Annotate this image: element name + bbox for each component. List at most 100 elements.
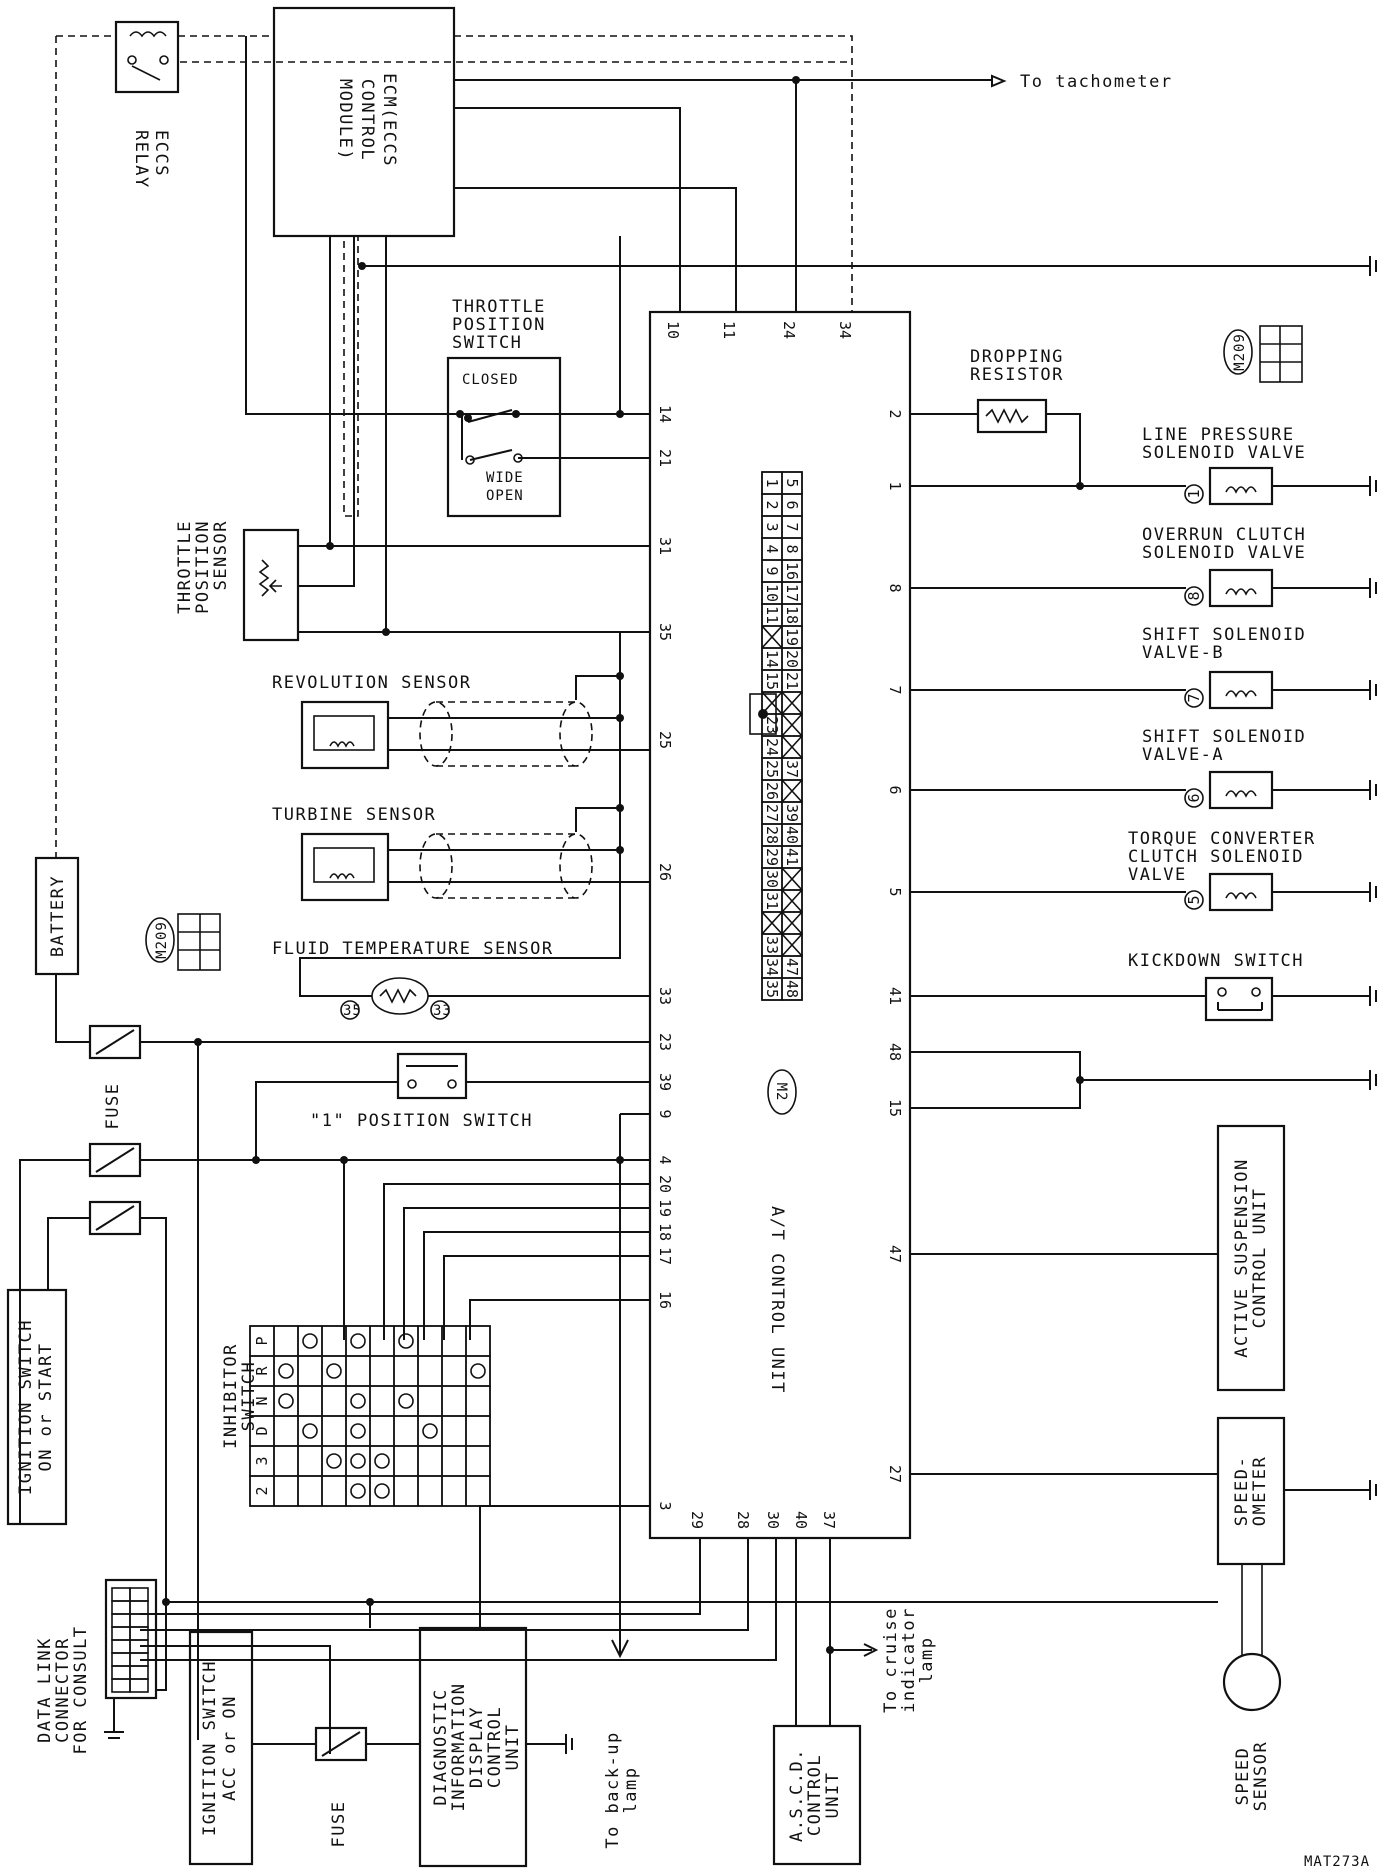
ascd-unit-box — [772, 1724, 862, 1866]
svg-text:10: 10 — [763, 584, 781, 602]
at-pin-label: 20 — [656, 1175, 674, 1193]
at-pin-label: 30 — [764, 1511, 782, 1529]
svg-text:6: 6 — [886, 785, 904, 794]
at-pin-label: 7 — [886, 685, 904, 694]
svg-text:39: 39 — [656, 1073, 674, 1091]
svg-text:5: 5 — [1185, 895, 1203, 904]
connector-pin: 7 — [783, 522, 801, 531]
svg-text:47: 47 — [886, 1245, 904, 1263]
svg-text:6: 6 — [1185, 793, 1203, 802]
connector-pin: 15 — [763, 672, 781, 690]
fuse-2 — [88, 1142, 142, 1178]
speed-sensor-label-2: SENSOR — [1251, 1741, 1271, 1811]
at-pin-label: 37 — [820, 1511, 838, 1529]
data-link-label-3: FOR CONSULT — [71, 1625, 91, 1754]
solenoid-valve-box — [1208, 568, 1274, 608]
battery-label: BATTERY — [48, 875, 68, 957]
svg-text:UNIT: UNIT — [823, 1772, 843, 1819]
line-pressure-label-2: SOLENOID VALVE — [1142, 443, 1306, 463]
svg-text:3: 3 — [656, 1501, 674, 1510]
svg-text:5: 5 — [783, 478, 801, 487]
ignition-switch-acc-on-label-1: IGNITION SWITCH — [200, 1660, 220, 1836]
data-link-label-1: DATA LINK — [35, 1637, 55, 1743]
torque-label-3: VALVE — [1128, 865, 1187, 885]
at-pin-label: 8 — [886, 583, 904, 592]
svg-text:8: 8 — [886, 583, 904, 592]
svg-text:11: 11 — [720, 321, 738, 339]
at-pin-label: 4 — [656, 1155, 674, 1164]
connector-pin: 23 — [763, 716, 781, 734]
dropping-resistor-label-1: DROPPING — [970, 347, 1064, 367]
svg-text:28: 28 — [763, 826, 781, 844]
svg-text:8: 8 — [1185, 591, 1203, 600]
connector-pin: 10 — [763, 584, 781, 602]
inhibitor-col-label: N — [253, 1396, 271, 1405]
svg-text:D: D — [253, 1426, 271, 1435]
svg-text:8: 8 — [783, 544, 801, 553]
ignition-switch-acc-on-box — [188, 1630, 254, 1866]
connector-pin: 9 — [763, 566, 781, 575]
svg-text:19: 19 — [783, 628, 801, 646]
overrun-label-2: SOLENOID VALVE — [1142, 543, 1306, 563]
kickdown-label: KICKDOWN SWITCH — [1128, 951, 1304, 971]
speed-sensor-symbol — [1222, 1652, 1282, 1712]
at-unit-connector-grid: 1234910111415232425262728293031333435567… — [749, 471, 803, 1001]
svg-text:INFORMATION: INFORMATION — [449, 1682, 469, 1811]
ignition-switch-on-start-box — [6, 1288, 68, 1526]
connector-pin: 35 — [763, 980, 781, 998]
at-pin-label: 15 — [886, 1099, 904, 1117]
at-pin-label: 16 — [656, 1291, 674, 1309]
dropping-resistor-box — [976, 398, 1048, 434]
at-pin-label: 26 — [656, 863, 674, 881]
svg-text:31: 31 — [763, 892, 781, 910]
at-pin-label: 10 — [664, 321, 682, 339]
svg-text:25: 25 — [763, 760, 781, 778]
svg-text:ECM(ECCS: ECM(ECCS — [379, 73, 399, 167]
revolution-sensor-box — [300, 700, 390, 770]
solenoid-valve-box — [1208, 466, 1274, 506]
svg-text:48: 48 — [783, 980, 801, 998]
svg-text:23: 23 — [656, 1033, 674, 1051]
svg-text:24: 24 — [763, 738, 781, 756]
connector-pin: 24 — [763, 738, 781, 756]
svg-text:A/T CONTROL UNIT: A/T CONTROL UNIT — [767, 1206, 787, 1394]
svg-text:6: 6 — [783, 500, 801, 509]
svg-text:A.S.C.D.: A.S.C.D. — [787, 1748, 807, 1842]
fuse-3 — [88, 1200, 142, 1236]
svg-text:35: 35 — [343, 1003, 362, 1019]
svg-text:17: 17 — [656, 1247, 674, 1265]
svg-text:15: 15 — [886, 1099, 904, 1117]
active-suspension-box — [1216, 1124, 1286, 1392]
at-pin-label: 28 — [734, 1511, 752, 1529]
diagnostic-unit-box — [418, 1626, 528, 1868]
shift-b-label-1: SHIFT SOLENOID — [1142, 625, 1306, 645]
svg-text:26: 26 — [656, 863, 674, 881]
svg-text:7: 7 — [886, 685, 904, 694]
connector-pin: 30 — [763, 870, 781, 888]
svg-text:3: 3 — [253, 1456, 271, 1465]
svg-text:16: 16 — [656, 1291, 674, 1309]
svg-text:35: 35 — [763, 980, 781, 998]
svg-text:7: 7 — [1185, 693, 1203, 702]
position-switch-1-label: "1" POSITION SWITCH — [310, 1111, 533, 1131]
svg-text:33: 33 — [763, 936, 781, 954]
inhibitor-switch-label-1: INHIBITOR — [221, 1343, 241, 1449]
svg-text:9: 9 — [656, 1109, 674, 1118]
svg-text:23: 23 — [763, 716, 781, 734]
svg-text:SENSOR: SENSOR — [211, 520, 231, 590]
at-pin-label: 25 — [656, 731, 674, 749]
connector-pin: 6 — [783, 500, 801, 509]
at-pin-label: 14 — [656, 405, 674, 423]
solenoid-valve-box — [1208, 872, 1274, 912]
svg-text:RELAY: RELAY — [131, 130, 151, 189]
speed-sensor-label-1: SPEED — [1233, 1747, 1253, 1806]
connector-pin: 39 — [783, 804, 801, 822]
svg-text:CONTROL: CONTROL — [805, 1754, 825, 1836]
inhibitor-col-label: D — [253, 1426, 271, 1435]
at-pin-label: 3 — [656, 1501, 674, 1510]
shift-a-label-1: SHIFT SOLENOID — [1142, 727, 1306, 747]
svg-text:29: 29 — [688, 1511, 706, 1529]
throttle-position-sensor-label: THROTTLE POSITION SENSOR — [175, 520, 231, 614]
svg-text:30: 30 — [764, 1511, 782, 1529]
